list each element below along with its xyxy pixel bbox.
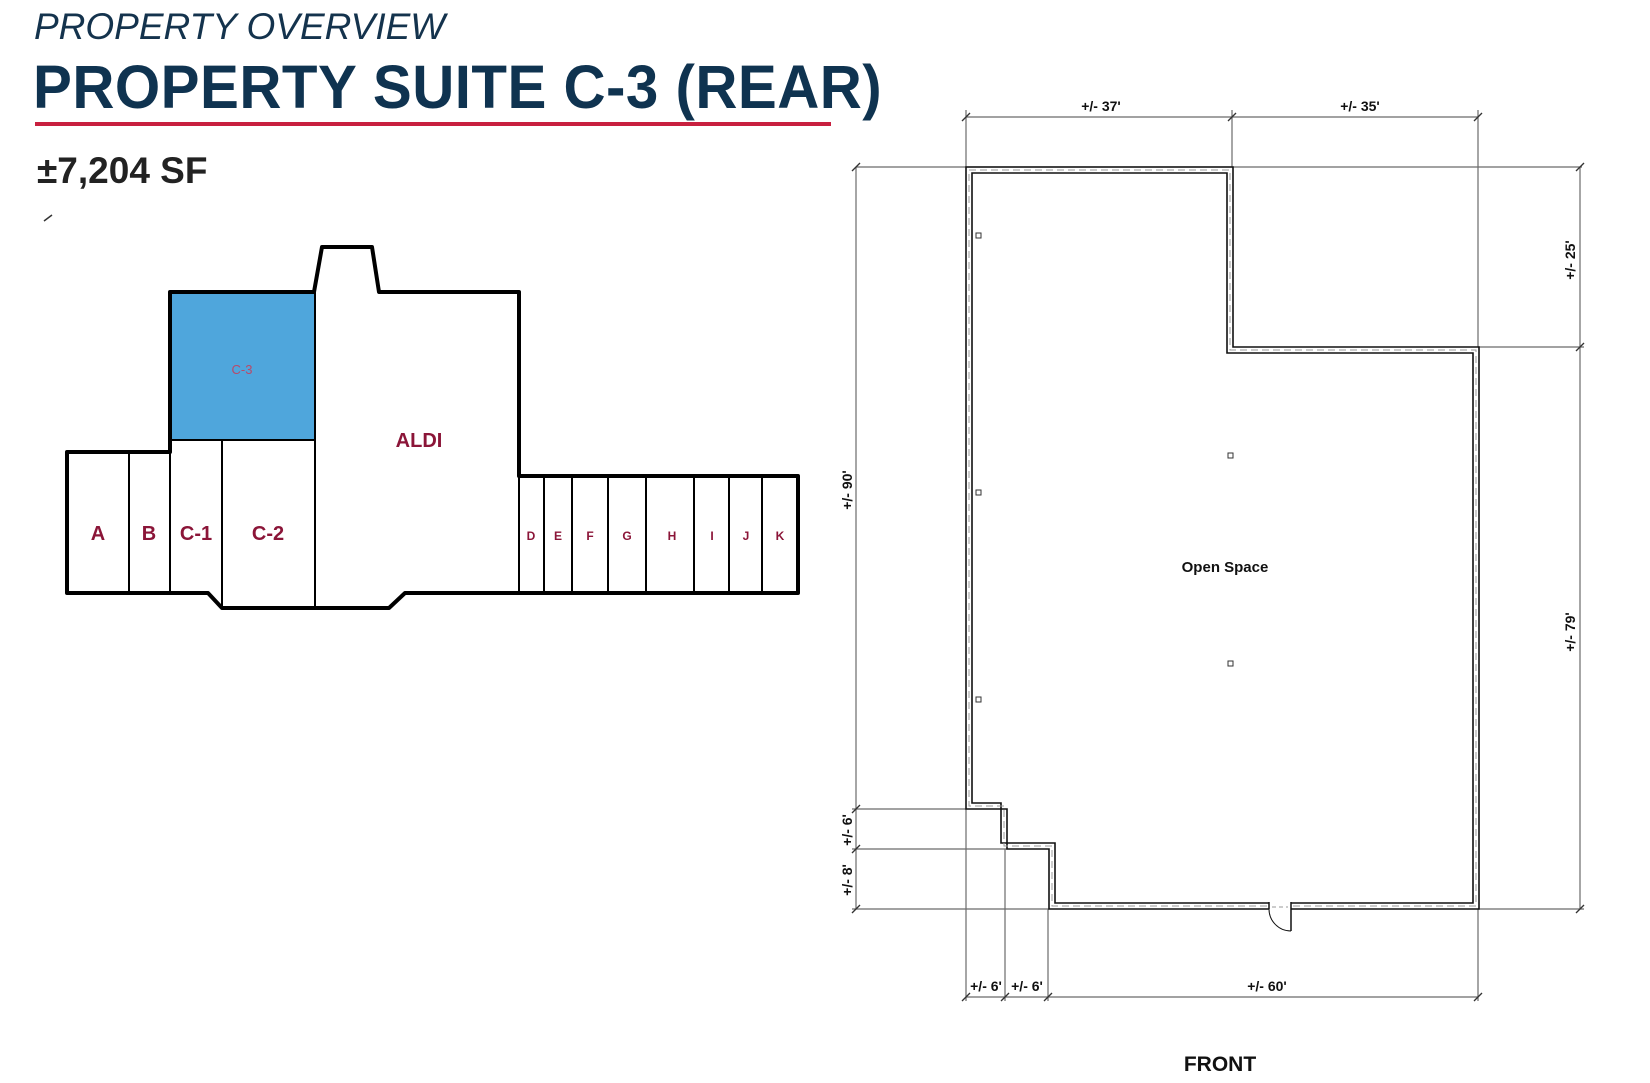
floor-plan: Open Space FRONT +/- 37' +/- 35' +/- 25'… bbox=[839, 98, 1585, 1076]
unit-label-f: F bbox=[586, 529, 593, 543]
unit-dividers bbox=[128, 292, 763, 608]
unit-label-k: K bbox=[776, 529, 785, 543]
column-marker bbox=[975, 696, 982, 703]
page-title: PROPERTY SUITE C-3 (REAR) bbox=[33, 53, 883, 121]
title-underline-divider bbox=[35, 122, 831, 126]
unit-label-c3: C-3 bbox=[232, 362, 253, 377]
column-marker bbox=[975, 232, 982, 239]
suite-area-sf: ±7,204 SF bbox=[37, 150, 208, 191]
dim-left-step-upper: +/- 6' bbox=[839, 814, 855, 846]
dim-left-overall: +/- 90' bbox=[839, 470, 855, 510]
unit-label-j: J bbox=[743, 529, 750, 543]
unit-label-h: H bbox=[668, 529, 677, 543]
dim-bottom-step-1: +/- 6' bbox=[970, 978, 1002, 994]
unit-label-b: B bbox=[142, 523, 156, 545]
section-kicker: PROPERTY OVERVIEW bbox=[34, 6, 446, 47]
unit-label-i: I bbox=[710, 529, 713, 543]
wall-inner bbox=[971, 172, 1474, 904]
wall-centerline bbox=[968, 169, 1477, 907]
column-marker bbox=[1227, 452, 1234, 459]
dim-right-upper: +/- 25' bbox=[1562, 240, 1578, 280]
dim-right-lower: +/- 79' bbox=[1562, 612, 1578, 652]
door-swing-icon bbox=[1268, 908, 1292, 932]
dim-top-right: +/- 35' bbox=[1340, 98, 1380, 114]
unit-label-c2: C-2 bbox=[252, 523, 284, 545]
unit-label-aldi: ALDI bbox=[396, 430, 443, 452]
unit-label-g: G bbox=[622, 529, 631, 543]
column-marker bbox=[975, 489, 982, 496]
dim-top-left: +/- 37' bbox=[1081, 98, 1121, 114]
dim-bottom-step-2: +/- 6' bbox=[1011, 978, 1043, 994]
front-orientation-label: FRONT bbox=[1184, 1053, 1256, 1076]
room-label-open-space: Open Space bbox=[1182, 559, 1269, 576]
dim-bottom-main: +/- 60' bbox=[1247, 978, 1287, 994]
unit-label-a: A bbox=[91, 523, 105, 545]
dimension-lines bbox=[852, 110, 1584, 1001]
dim-left-step-lower: +/- 8' bbox=[839, 864, 855, 896]
unit-label-e: E bbox=[554, 529, 562, 543]
column-marker bbox=[1227, 660, 1234, 667]
unit-label-d: D bbox=[527, 529, 536, 543]
door-opening bbox=[1269, 900, 1291, 912]
unit-label-c1: C-1 bbox=[180, 523, 212, 545]
suite-c3-highlight[interactable] bbox=[170, 292, 315, 440]
columns bbox=[975, 232, 1234, 703]
stray-mark bbox=[43, 214, 53, 222]
site-plan: C-3 ALDI A B C-1 C-2 D E F G H I J K bbox=[65, 245, 800, 610]
dimension-ticks bbox=[851, 112, 1585, 1002]
wall-outer bbox=[965, 166, 1480, 910]
